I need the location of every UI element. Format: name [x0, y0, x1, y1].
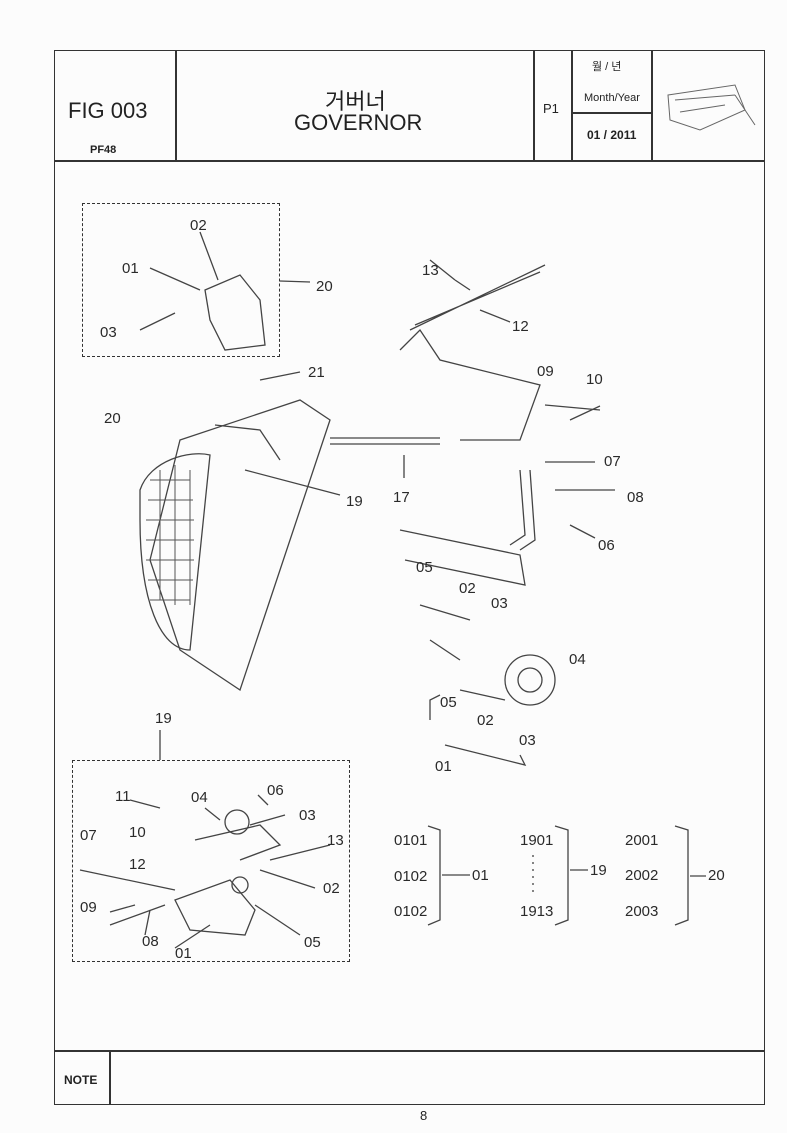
date-label: Month/Year	[584, 92, 640, 104]
group-target: 01	[472, 867, 489, 884]
callout: 03	[491, 595, 508, 612]
callout: 13	[422, 262, 439, 279]
figure-number: FIG 003	[68, 98, 148, 123]
callout: 03	[519, 732, 536, 749]
callout: 08	[627, 489, 644, 506]
group-item: 2001	[625, 832, 659, 849]
callout: 02	[190, 217, 207, 234]
group-item: 2002	[625, 867, 659, 884]
callout: 20	[104, 410, 121, 427]
callout: 01	[435, 758, 452, 775]
callout: 17	[393, 489, 410, 506]
group-item: 2003	[625, 903, 659, 920]
page-frame	[54, 50, 765, 1105]
callout: 19	[346, 493, 363, 510]
title-english: GOVERNOR	[294, 110, 423, 135]
callout: 04	[569, 651, 586, 668]
callout: 02	[459, 580, 476, 597]
callout: 10	[586, 371, 603, 388]
callout: 05	[304, 934, 321, 951]
callout: 21	[308, 364, 325, 381]
callout: 05	[440, 694, 457, 711]
callout: 02	[477, 712, 494, 729]
callout: 12	[129, 856, 146, 873]
callout: 09	[537, 363, 554, 380]
callout: 10	[129, 824, 146, 841]
page-code: P1	[543, 101, 559, 116]
date-value: 01 / 2011	[587, 128, 637, 142]
callout: 08	[142, 933, 159, 950]
grille	[146, 465, 194, 605]
callout: 06	[598, 537, 615, 554]
callout: 11	[115, 788, 131, 805]
callout: 01	[122, 260, 139, 277]
callout: 04	[191, 789, 208, 806]
group-item: 0102	[394, 868, 428, 885]
group-target: 19	[590, 862, 607, 879]
callout: 20	[316, 278, 333, 295]
group-item: 1901	[520, 832, 554, 849]
page-number: 8	[420, 1108, 428, 1123]
group-item: 0102	[394, 903, 428, 920]
callout: 12	[512, 318, 529, 335]
group-target: 20	[708, 867, 725, 884]
callout: 02	[323, 880, 340, 897]
callout: 03	[299, 807, 316, 824]
model-code: PF48	[90, 144, 117, 156]
callout: 06	[267, 782, 284, 799]
group-item: 1913	[520, 903, 554, 920]
inset-governor-lever-assembly	[72, 760, 350, 962]
callout: 09	[80, 899, 97, 916]
inset-governor-bracket	[82, 203, 280, 357]
engine-thumbnail	[667, 84, 756, 131]
title-korean: 거버너	[325, 89, 386, 114]
callout: 13	[327, 832, 344, 849]
callout: 03	[100, 324, 117, 341]
callout: 07	[604, 453, 621, 470]
callout: 19	[155, 710, 172, 727]
note-label: NOTE	[64, 1073, 98, 1087]
callout: 05	[416, 559, 433, 576]
date-label-korean: 월 / 년	[592, 61, 622, 73]
group-item: 0101	[394, 832, 428, 849]
callout: 01	[175, 945, 192, 962]
callout: 07	[80, 827, 97, 844]
